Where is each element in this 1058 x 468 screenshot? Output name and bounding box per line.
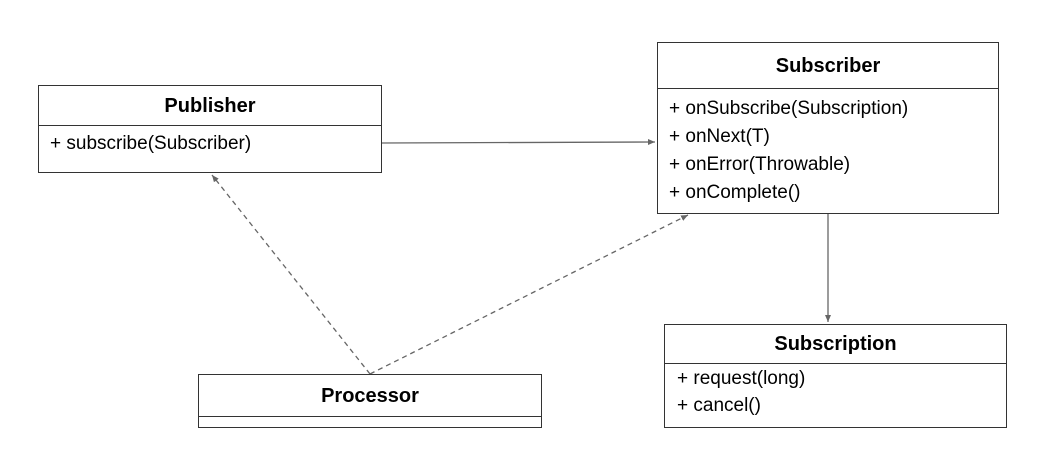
class-subscriber-name: Subscriber <box>658 43 998 89</box>
class-publisher: Publisher + subscribe(Subscriber) <box>38 85 382 173</box>
class-subscriber: Subscriber + onSubscribe(Subscription) +… <box>657 42 999 214</box>
member-on-complete: + onComplete() <box>669 182 801 203</box>
member-on-subscribe: + onSubscribe(Subscription) <box>669 98 909 119</box>
class-subscription: Subscription + request(long) + cancel() <box>664 324 1007 428</box>
class-publisher-name: Publisher <box>39 86 381 126</box>
processor-to-publisher-realization <box>211 174 371 375</box>
class-processor-name: Processor <box>199 375 541 417</box>
member-on-error: + onError(Throwable) <box>669 154 851 175</box>
class-subscriber-members: + onSubscribe(Subscription) + onNext(T) … <box>658 89 998 207</box>
member-request: + request(long) <box>677 368 806 389</box>
publisher-to-subscriber-association <box>381 139 656 146</box>
processor-to-subscriber-realization <box>369 214 689 375</box>
class-subscription-members: + request(long) + cancel() <box>665 364 1006 419</box>
class-publisher-members: + subscribe(Subscriber) <box>39 126 381 158</box>
member-cancel: + cancel() <box>677 395 761 416</box>
class-subscription-name: Subscription <box>665 325 1006 364</box>
member-on-next: + onNext(T) <box>669 126 770 147</box>
class-processor: Processor <box>198 374 542 428</box>
member-subscribe: + subscribe(Subscriber) <box>50 133 252 154</box>
